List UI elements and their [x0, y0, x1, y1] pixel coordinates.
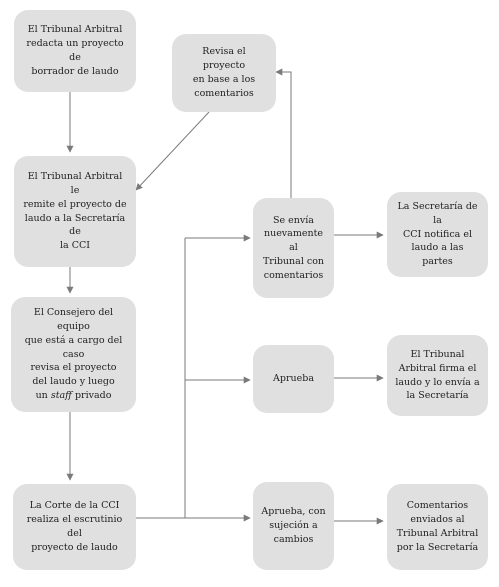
- node-text-line: El Tribunal Arbitral le: [27, 171, 123, 196]
- node-text-line: enviados al: [410, 514, 465, 526]
- node-text-line: laudo y lo envía a: [395, 376, 480, 388]
- node-text-line: borrador de laudo: [31, 65, 119, 77]
- node-text-line: Tribunal con: [262, 255, 325, 267]
- node-text-line: Comentarios: [406, 500, 469, 512]
- node-text-line: redacta un proyecto de: [26, 38, 124, 63]
- node-text-line: comentarios: [194, 87, 254, 99]
- node-text-line: laudo a la Secretaría de: [24, 212, 126, 238]
- node-text-line-part: un staff privado: [35, 389, 112, 401]
- node-text-line: Aprueba, con: [261, 506, 326, 518]
- node-text-line: en base a los: [192, 74, 256, 85]
- node-text-line: CCI notifica el: [402, 228, 472, 240]
- arrow-revisa-to-remite: [135, 111, 210, 191]
- node-text-line: sujeción a: [269, 520, 318, 532]
- node-remite: El Tribunal Arbitral le remite el proyec…: [14, 156, 136, 267]
- node-text-line: Aprueba: [273, 373, 314, 385]
- node-text-line: nuevamente al: [263, 228, 324, 254]
- node-text-line: El Tribunal: [410, 348, 465, 360]
- node-text-line: revisa el proyecto: [30, 362, 117, 374]
- node-consejero: El Consejero del equipo que está a cargo…: [11, 297, 136, 412]
- node-redacta: El Tribunal Arbitral redacta un proyecto…: [14, 10, 136, 92]
- node-envia: Se envía nuevamente al Tribunal con come…: [253, 198, 334, 298]
- node-text-line: la CCI: [59, 240, 90, 252]
- node-text-line: Tribunal Arbitral: [396, 528, 479, 539]
- node-revisa: Revisa el proyecto en base a los comenta…: [172, 34, 276, 112]
- node-text-line: laudo a las partes: [411, 242, 464, 268]
- node-text-line: cambios: [273, 533, 314, 545]
- node-text-line: Arbitral firma el: [398, 362, 477, 374]
- node-text-line: Revisa el proyecto: [202, 46, 246, 72]
- node-aprueba-cambios: Aprueba, con sujeción a cambios: [253, 482, 334, 570]
- node-text-line: la Secretaría: [406, 390, 469, 402]
- node-text-line: comentarios: [263, 269, 324, 281]
- node-text-line: remite el proyecto de: [23, 198, 127, 210]
- node-text-line: realiza el escrutinio del: [26, 514, 123, 539]
- node-text-line: La Corte de la CCI: [29, 500, 120, 512]
- italic-word: staff: [50, 389, 72, 401]
- node-text-line: un staff privado: [19, 389, 128, 403]
- node-corte: La Corte de la CCI realiza el escrutinio…: [13, 484, 136, 570]
- node-aprueba: Aprueba: [253, 345, 334, 413]
- node-text-line: que está a cargo del caso: [24, 334, 123, 360]
- node-text-line: proyecto de laudo: [31, 541, 118, 553]
- node-comentarios: Comentarios enviados al Tribunal Arbitra…: [387, 484, 488, 570]
- node-text-line: Se envía: [273, 214, 314, 226]
- node-text-line: La Secretaría de la: [397, 201, 478, 226]
- node-text-line: del laudo y luego: [32, 376, 115, 388]
- node-text-line: El Tribunal Arbitral: [27, 24, 123, 36]
- node-text-line: El Consejero del equipo: [33, 307, 114, 333]
- node-text-line: por la Secretaría: [396, 541, 479, 553]
- node-notifica: La Secretaría de la CCI notifica el laud…: [387, 192, 488, 277]
- node-firma: El Tribunal Arbitral firma el laudo y lo…: [387, 335, 488, 416]
- arrow-envia-to-revisa: [275, 68, 292, 198]
